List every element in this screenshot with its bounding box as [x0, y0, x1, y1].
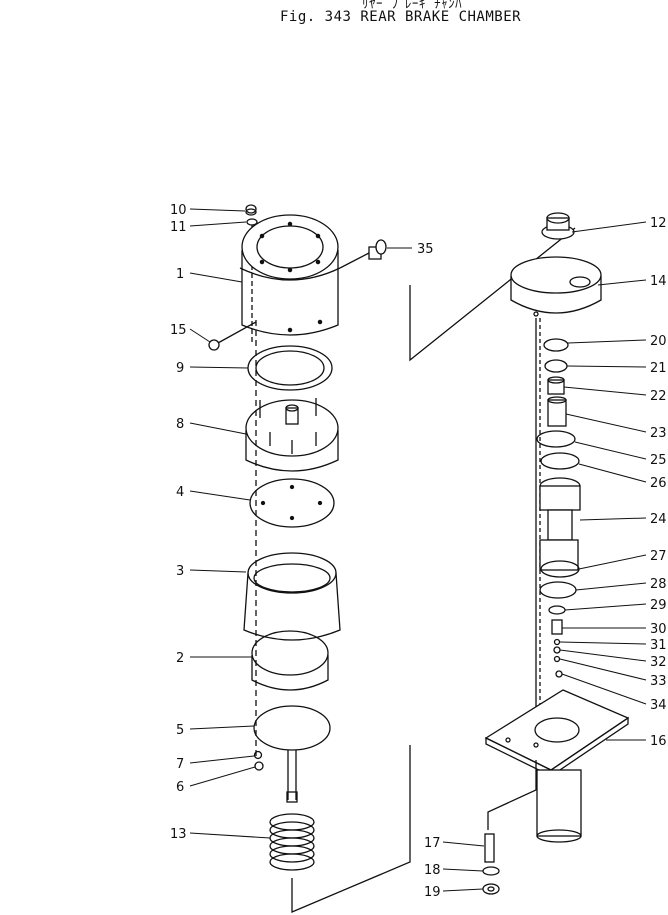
part-disc-2 [251, 630, 329, 691]
part-stud-17 [484, 833, 495, 863]
part-cylinder-8 [245, 398, 339, 472]
part-seat-33 [553, 655, 561, 663]
part-cover-14 [510, 256, 602, 317]
callout-22: 22 [650, 389, 667, 404]
part-sleeve-23 [547, 396, 567, 427]
callout-35: 35 [417, 242, 434, 257]
part-diaphragm-5 [253, 705, 331, 803]
callout-10: 10 [170, 203, 187, 218]
callout-18: 18 [424, 863, 441, 878]
callout-31: 31 [650, 638, 667, 653]
callout-11: 11 [170, 220, 187, 235]
callout-20: 20 [650, 334, 667, 349]
figure-title: Fig. 343 REAR BRAKE CHAMBER [280, 9, 522, 25]
leader-lines [189, 208, 647, 892]
part-ring-3 [243, 552, 341, 641]
callout-15: 15 [170, 323, 187, 338]
part-oring-25 [536, 430, 576, 448]
callout-27: 27 [650, 549, 667, 564]
part-cap-12 [541, 212, 575, 240]
callout-28: 28 [650, 577, 667, 592]
part-ball-31 [553, 638, 561, 646]
part-ring-20 [543, 338, 569, 352]
callout-26: 26 [650, 476, 667, 491]
figure-title-japanese: ﾘﾔｰ ﾌﾞﾚｰｷ ﾁｬﾝﾊﾞ [362, 0, 469, 12]
callout-16: 16 [650, 734, 667, 749]
callout-24: 24 [650, 512, 667, 527]
part-ring-26 [540, 452, 580, 470]
callout-7: 7 [176, 757, 184, 772]
callout-21: 21 [650, 361, 667, 376]
part-nut-10 [245, 204, 257, 216]
callout-13: 13 [170, 827, 187, 842]
callout-34: 34 [650, 698, 667, 713]
callout-32: 32 [650, 655, 667, 670]
callout-19: 19 [424, 885, 441, 900]
callout-14: 14 [650, 274, 667, 289]
callout-9: 9 [176, 361, 184, 376]
part-washer-7 [253, 750, 263, 760]
callout-2: 2 [176, 651, 184, 666]
callout-23: 23 [650, 426, 667, 441]
callout-1: 1 [176, 267, 184, 282]
part-plate-4 [249, 478, 335, 528]
callout-4: 4 [176, 485, 184, 500]
part-nut-6 [254, 761, 264, 771]
part-fitting-35 [339, 239, 387, 269]
callout-8: 8 [176, 417, 184, 432]
part-valve-30 [551, 619, 563, 635]
callout-30: 30 [650, 622, 667, 637]
callout-25: 25 [650, 453, 667, 468]
callout-29: 29 [650, 598, 667, 613]
callout-5: 5 [176, 723, 184, 738]
callout-6: 6 [176, 780, 184, 795]
callout-3: 3 [176, 564, 184, 579]
callout-17: 17 [424, 836, 441, 851]
part-bolt-15 [208, 321, 257, 351]
callout-12: 12 [650, 216, 667, 231]
part-spring-13 [269, 813, 315, 871]
part-bracket-16 [484, 689, 630, 843]
callout-33: 33 [650, 674, 667, 689]
part-housing-1 [239, 214, 341, 336]
part-piston-24 [539, 477, 581, 571]
